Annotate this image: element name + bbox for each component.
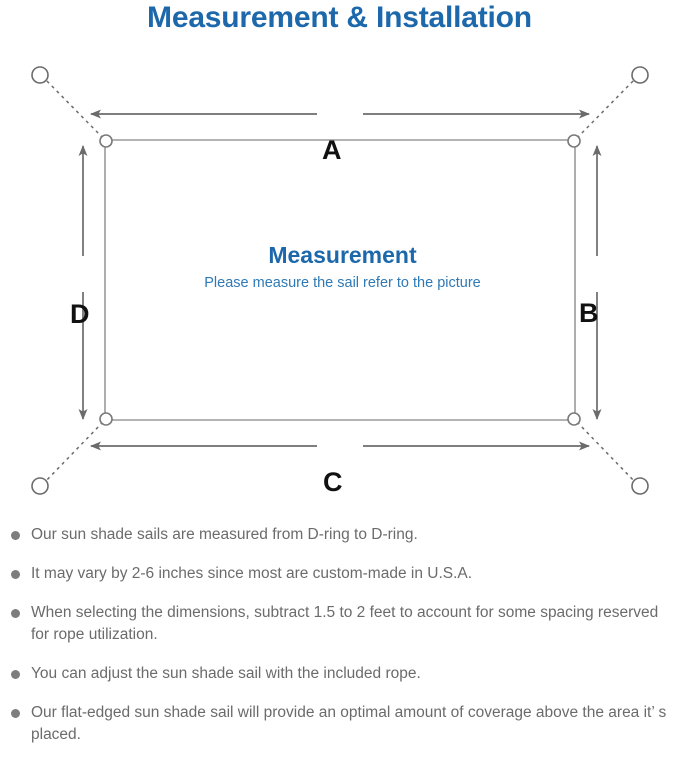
d-rings <box>99 134 581 426</box>
anchor-point-top-right <box>631 66 649 84</box>
rope-bottom-right <box>576 421 638 485</box>
bullet-icon <box>11 531 20 540</box>
note-item: Our flat-edged sun shade sail will provi… <box>0 702 679 746</box>
dimension-label-a: A <box>322 135 342 165</box>
dimension-label-c: C <box>323 467 343 497</box>
d-ring-top-left <box>99 134 113 148</box>
d-ring-bottom-right <box>567 412 581 426</box>
bullet-icon <box>11 709 20 718</box>
rope-bottom-left <box>42 421 104 485</box>
note-text: It may vary by 2-6 inches since most are… <box>31 565 473 582</box>
dimension-arrows <box>78 109 602 451</box>
d-ring-bottom-left <box>99 412 113 426</box>
bullet-icon <box>11 570 20 579</box>
bullet-icon <box>11 670 20 679</box>
note-item: When selecting the dimensions, subtract … <box>0 602 679 646</box>
note-item: You can adjust the sun shade sail with t… <box>0 663 679 685</box>
sail-outline <box>104 139 576 421</box>
anchor-point-bottom-left <box>31 477 49 495</box>
anchor-points <box>31 66 649 495</box>
notes-list: Our sun shade sails are measured from D-… <box>0 524 679 763</box>
sail-measurement-diagram: Measurement Please measure the sail refe… <box>0 44 679 514</box>
note-text: Our flat-edged sun shade sail will provi… <box>31 704 667 743</box>
anchor-point-top-left <box>31 66 49 84</box>
note-text: When selecting the dimensions, subtract … <box>31 604 659 643</box>
diagram-canvas <box>31 66 649 495</box>
page-title: Measurement & Installation <box>147 1 532 34</box>
rope-top-right <box>576 76 638 139</box>
bullet-icon <box>11 609 20 618</box>
note-item: Our sun shade sails are measured from D-… <box>0 524 679 546</box>
dimension-label-d: D <box>70 299 90 329</box>
note-item: It may vary by 2-6 inches since most are… <box>0 563 679 585</box>
anchor-point-bottom-right <box>631 477 649 495</box>
note-text: You can adjust the sun shade sail with t… <box>31 665 421 682</box>
rope-top-left <box>42 76 104 139</box>
rope-lines <box>42 76 638 485</box>
note-text: Our sun shade sails are measured from D-… <box>31 526 418 543</box>
dimension-label-b: B <box>579 298 599 328</box>
d-ring-top-right <box>567 134 581 148</box>
